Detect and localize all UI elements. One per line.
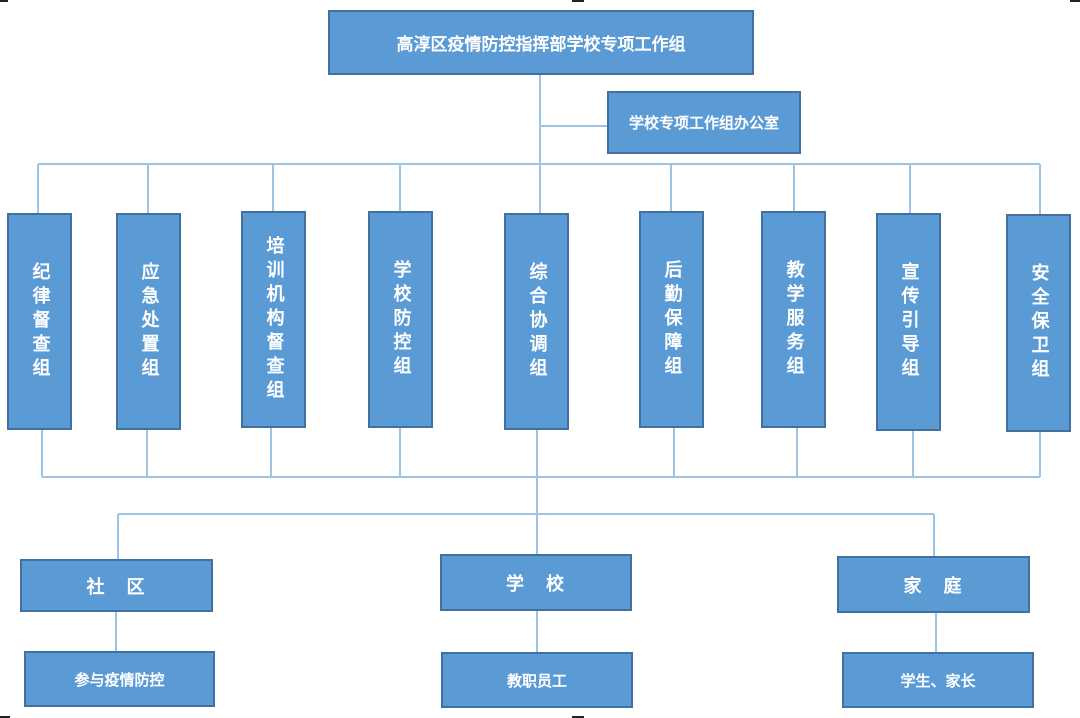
sub-label: 教职员工: [506, 671, 567, 690]
group-box-discipline: 纪律督查组: [7, 213, 72, 430]
party-box-school: 学 校: [440, 554, 632, 611]
party-box-family: 家 庭: [837, 556, 1030, 613]
group-box-school-prevention: 学校防控组: [368, 211, 433, 428]
sub-label: 学生、家长: [900, 671, 976, 690]
group-label: 培训机构督查组: [263, 235, 285, 404]
crop-mark: [0, 716, 10, 718]
group-label: 纪律督查组: [29, 261, 51, 382]
group-box-training-inspection: 培训机构督查组: [241, 211, 306, 428]
group-label: 综合协调组: [526, 261, 548, 382]
group-box-publicity: 宣传引导组: [876, 213, 941, 431]
office-box: 学校专项工作组办公室: [607, 91, 801, 154]
party-box-community: 社 区: [20, 559, 213, 612]
party-label: 学 校: [506, 573, 566, 595]
crop-mark: [1070, 0, 1080, 2]
sub-box-school: 教职员工: [441, 652, 633, 708]
group-box-security: 安全保卫组: [1006, 214, 1071, 432]
crop-mark: [572, 0, 584, 2]
crop-mark: [572, 716, 584, 718]
group-box-emergency: 应急处置组: [116, 213, 181, 430]
top-command-box: 高淳区疫情防控指挥部学校专项工作组: [328, 10, 754, 75]
group-box-logistics: 后勤保障组: [639, 211, 704, 428]
group-label: 后勤保障组: [661, 259, 683, 380]
group-box-teaching-service: 教学服务组: [761, 211, 826, 428]
party-label: 家 庭: [903, 575, 964, 597]
office-label: 学校专项工作组办公室: [628, 114, 779, 132]
sub-box-family: 学生、家长: [842, 652, 1034, 708]
group-label: 教学服务组: [783, 259, 805, 380]
group-label: 应急处置组: [138, 261, 160, 382]
group-label: 学校防控组: [390, 259, 412, 380]
group-box-coordination: 综合协调组: [504, 213, 569, 430]
group-label: 安全保卫组: [1028, 263, 1050, 383]
sub-label: 参与疫情防控: [74, 670, 165, 689]
sub-box-community: 参与疫情防控: [24, 651, 215, 707]
top-command-label: 高淳区疫情防控指挥部学校专项工作组: [396, 35, 686, 55]
party-label: 社 区: [86, 576, 147, 598]
crop-mark: [0, 0, 8, 2]
group-label: 宣传引导组: [898, 262, 920, 382]
